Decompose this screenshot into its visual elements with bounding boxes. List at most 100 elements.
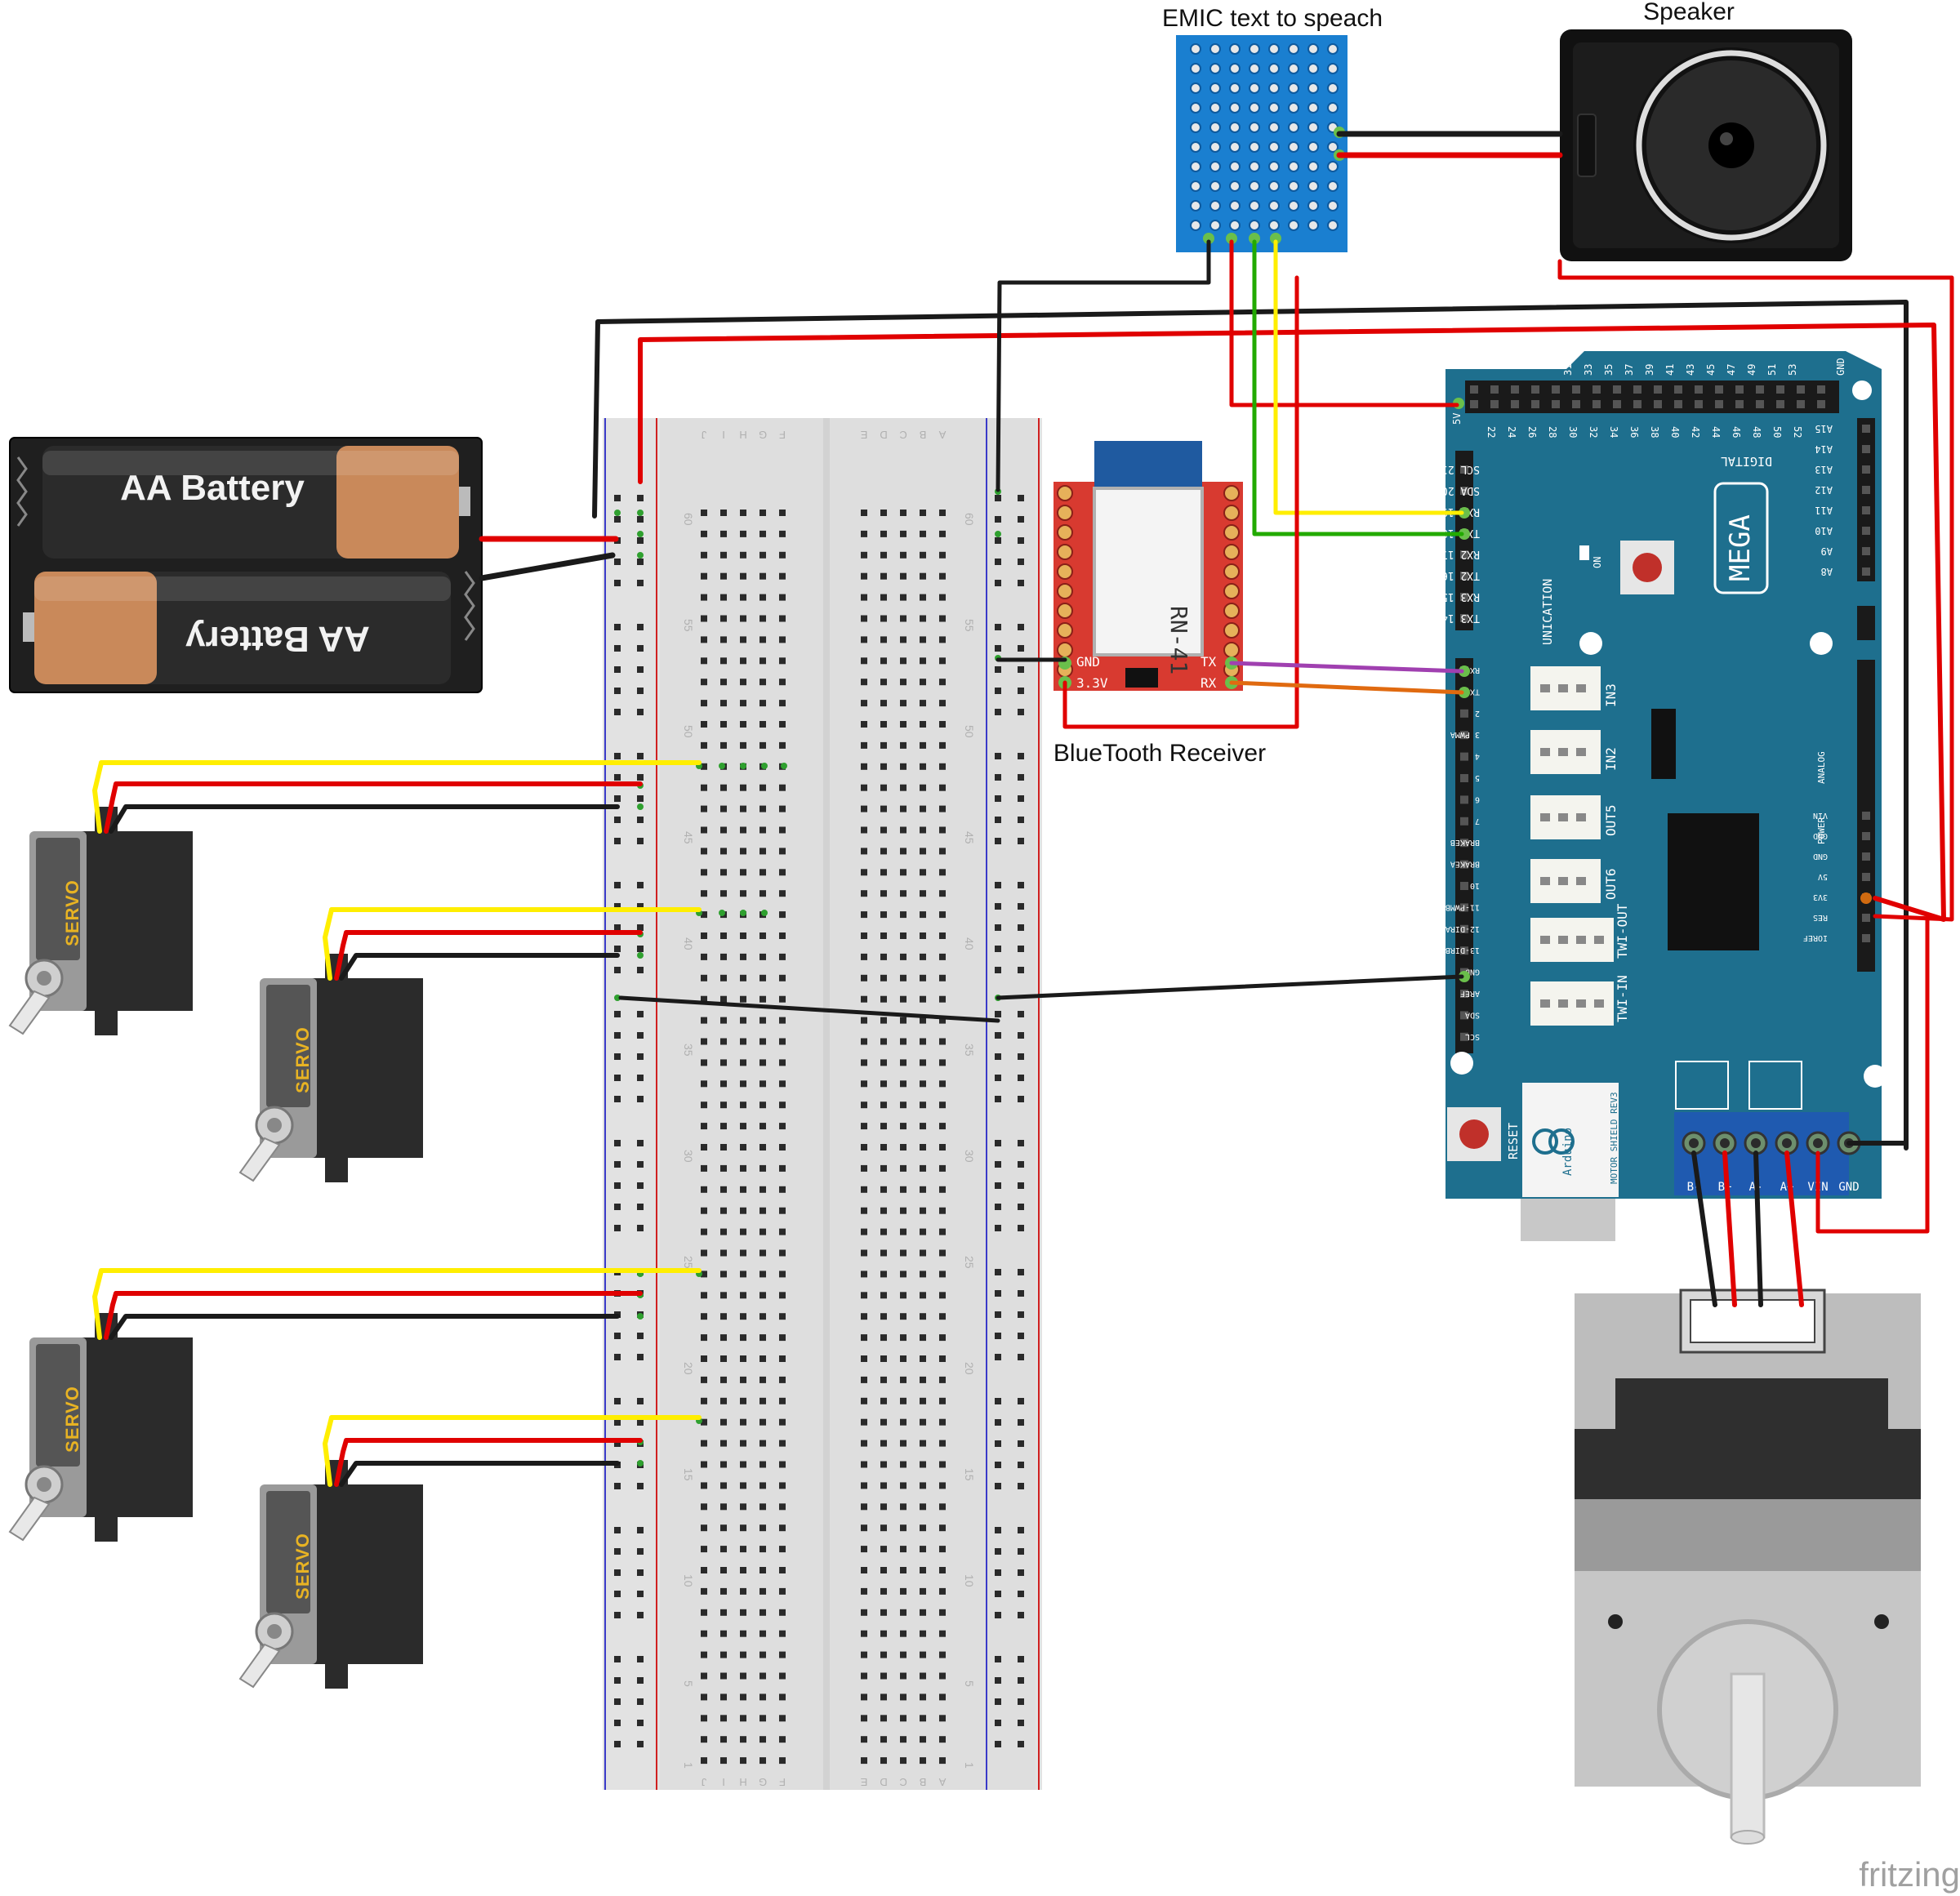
- bb-hole: [779, 1017, 786, 1024]
- bb-hole: [900, 953, 906, 960]
- row-number: 35: [682, 1044, 695, 1057]
- fritzing-watermark: fritzing: [1859, 1855, 1960, 1894]
- rail-hole: [995, 967, 1001, 973]
- rail-hole: [614, 1011, 621, 1017]
- bb-hole: [861, 805, 867, 812]
- bb-hole: [760, 700, 766, 707]
- bb-hole: [779, 1503, 786, 1511]
- bb-hole-connected: [637, 1313, 644, 1320]
- bb-hole: [760, 1228, 766, 1235]
- rail-hole: [995, 1698, 1001, 1705]
- analog-pin: [1862, 527, 1870, 535]
- rail-hole: [637, 1527, 644, 1533]
- bb-hole: [880, 1059, 887, 1066]
- bb-hole: [720, 1207, 727, 1214]
- rail-hole: [995, 1656, 1001, 1662]
- bb-hole: [861, 1482, 867, 1489]
- digital-pin-number: 39: [1644, 364, 1655, 376]
- bb-hole: [740, 1482, 746, 1489]
- bb-hole: [880, 1313, 887, 1320]
- bb-hole: [779, 1397, 786, 1404]
- rail-hole: [614, 1483, 621, 1489]
- bb-hole: [920, 1587, 926, 1595]
- bb-hole: [720, 805, 727, 812]
- bb-hole: [920, 1355, 926, 1362]
- bb-hole: [701, 1144, 707, 1151]
- comm-pin-label: TX3 14: [1441, 612, 1480, 624]
- header-pin: [1592, 385, 1601, 394]
- rail-hole: [614, 1419, 621, 1426]
- analog-pin: [1862, 567, 1870, 576]
- bb-hole: [920, 869, 926, 876]
- bb-hole: [701, 1123, 707, 1130]
- bt-pad: [1223, 544, 1240, 560]
- bb-hole: [701, 826, 707, 834]
- wire: [1229, 661, 1464, 674]
- rail-hole: [637, 753, 644, 759]
- rail-hole: [637, 1720, 644, 1726]
- bb-hole: [779, 1228, 786, 1235]
- bb-hole: [939, 1672, 946, 1680]
- header-pin: [1511, 385, 1519, 394]
- bb-hole: [720, 594, 727, 601]
- left-pin-label: 3 PWMA: [1450, 730, 1480, 739]
- header-pin: [1490, 400, 1499, 408]
- bb-hole: [779, 741, 786, 749]
- bb-hole: [779, 636, 786, 643]
- header-pin: [1776, 400, 1784, 408]
- bb-hole: [779, 551, 786, 559]
- bb-hole: [779, 594, 786, 601]
- breadboard-holes: [614, 488, 1024, 1765]
- bb-hole: [740, 1418, 746, 1426]
- bb-hole: [779, 1038, 786, 1045]
- bb-hole: [861, 700, 867, 707]
- digital-pin-number: 42: [1690, 426, 1701, 438]
- bb-hole-connected: [719, 910, 725, 916]
- bb-hole: [880, 1249, 887, 1257]
- bb-hole: [880, 594, 887, 601]
- bb-hole: [900, 1313, 906, 1320]
- mega-logo: MEGA: [1724, 514, 1757, 581]
- bb-hole: [740, 721, 746, 728]
- digital-pin-number: 47: [1726, 364, 1737, 376]
- header-pin: [1470, 385, 1478, 394]
- bb-hole: [920, 1292, 926, 1299]
- bb-hole: [920, 1418, 926, 1426]
- bb-hole: [861, 763, 867, 770]
- wire: [1722, 1151, 1737, 1307]
- rail-hole: [637, 666, 644, 673]
- bb-hole: [900, 1207, 906, 1214]
- bb-hole: [779, 615, 786, 622]
- bb-hole: [861, 826, 867, 834]
- emic-pad: [1307, 102, 1319, 113]
- bb-hole: [900, 890, 906, 897]
- bb-hole: [701, 679, 707, 686]
- row-number: 45: [963, 831, 976, 844]
- analog-pin: [1862, 465, 1870, 474]
- bb-hole: [720, 1059, 727, 1066]
- bb-hole-connected: [719, 763, 725, 769]
- header-pin: [1756, 400, 1764, 408]
- bb-hole: [720, 1102, 727, 1109]
- bb-hole: [861, 1503, 867, 1511]
- bb-hole: [701, 1524, 707, 1532]
- bb-hole: [900, 826, 906, 834]
- bb-hole-connected: [614, 995, 621, 1001]
- left-pin-label: 10: [1470, 881, 1480, 890]
- bb-hole: [939, 1418, 946, 1426]
- bb-hole: [920, 530, 926, 537]
- emic-pad-connected: [1226, 233, 1237, 244]
- emic-pad: [1209, 141, 1221, 153]
- header-pin: [1674, 400, 1682, 408]
- emic-pad: [1209, 43, 1221, 55]
- bb-hole: [880, 1080, 887, 1088]
- rail-hole: [995, 1182, 1001, 1189]
- bb-hole: [720, 741, 727, 749]
- rail-hole: [637, 903, 644, 910]
- rail-hole: [995, 903, 1001, 910]
- power-label: POWER: [1816, 817, 1827, 844]
- emic-pad: [1249, 82, 1260, 94]
- bb-hole: [920, 700, 926, 707]
- left-pin-label: SDA: [1465, 1010, 1480, 1019]
